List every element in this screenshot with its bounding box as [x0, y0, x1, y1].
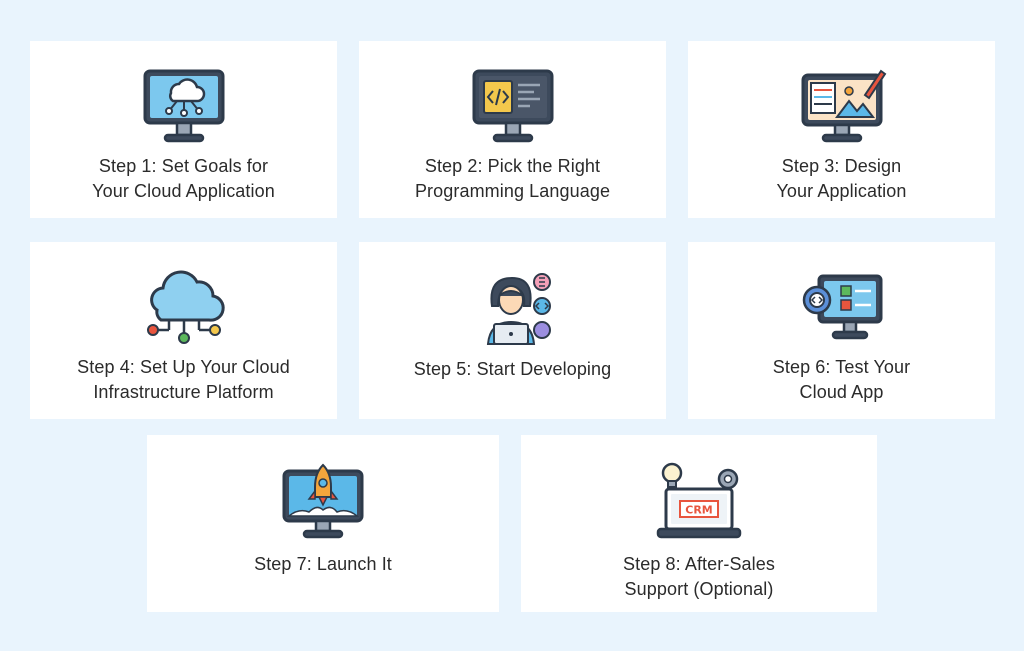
step-title-line-1: Step 2: Pick the Right — [424, 156, 601, 176]
crm-laptop-icon: CRM — [654, 461, 744, 543]
step-card-2: Step 2: Pick the Right Programming Langu… — [359, 41, 666, 218]
step-label: Step 8: After-Sales Support (Optional) — [521, 552, 877, 602]
step-title-line-2: Support (Optional) — [624, 579, 774, 599]
step-title-line-1: Step 6: Test Your — [772, 357, 911, 377]
step-title-line-2: Your Application — [776, 181, 907, 201]
step-card-6: Step 6: Test Your Cloud App — [688, 242, 995, 419]
step-title-line-1: Step 1: Set Goals for — [98, 156, 269, 176]
step-title-line-1: Step 7: Launch It — [254, 554, 392, 574]
step-label: Step 6: Test Your Cloud App — [688, 355, 995, 405]
step-card-1: Step 1: Set Goals for Your Cloud Applica… — [30, 41, 337, 218]
step-title-line-2: Programming Language — [414, 181, 611, 201]
cloud-monitor-icon — [139, 65, 229, 147]
step-title-line-2: Your Cloud Application — [92, 181, 275, 201]
step-card-8: CRM Step 8: After-Sales Support (Optiona… — [521, 435, 877, 612]
step-card-3: Step 3: Design Your Application — [688, 41, 995, 218]
test-monitor-icon — [797, 266, 887, 348]
code-monitor-icon — [468, 65, 558, 147]
rocket-monitor-icon — [278, 461, 368, 543]
design-monitor-icon — [797, 65, 887, 147]
step-label: Step 5: Start Developing — [359, 357, 666, 382]
step-card-5: Step 5: Start Developing — [359, 242, 666, 419]
step-label: Step 1: Set Goals for Your Cloud Applica… — [30, 154, 337, 204]
step-card-7: Step 7: Launch It — [147, 435, 499, 612]
developer-icon — [468, 266, 558, 348]
step-title-line-1: Step 4: Set Up Your Cloud — [77, 357, 290, 377]
step-title-line-1: Step 8: After-Sales — [623, 554, 775, 574]
svg-text:CRM: CRM — [685, 504, 713, 517]
step-title-line-2: Infrastructure Platform — [93, 382, 274, 402]
step-label: Step 7: Launch It — [147, 552, 499, 577]
step-label: Step 2: Pick the Right Programming Langu… — [359, 154, 666, 204]
step-title-line-1: Step 3: Design — [781, 156, 902, 176]
step-title-line-2: Cloud App — [799, 382, 884, 402]
step-card-4: Step 4: Set Up Your Cloud Infrastructure… — [30, 242, 337, 419]
step-title-line-1: Step 5: Start Developing — [413, 359, 612, 379]
step-label: Step 3: Design Your Application — [688, 154, 995, 204]
step-label: Step 4: Set Up Your Cloud Infrastructure… — [30, 355, 337, 405]
cloud-network-icon — [139, 266, 229, 348]
